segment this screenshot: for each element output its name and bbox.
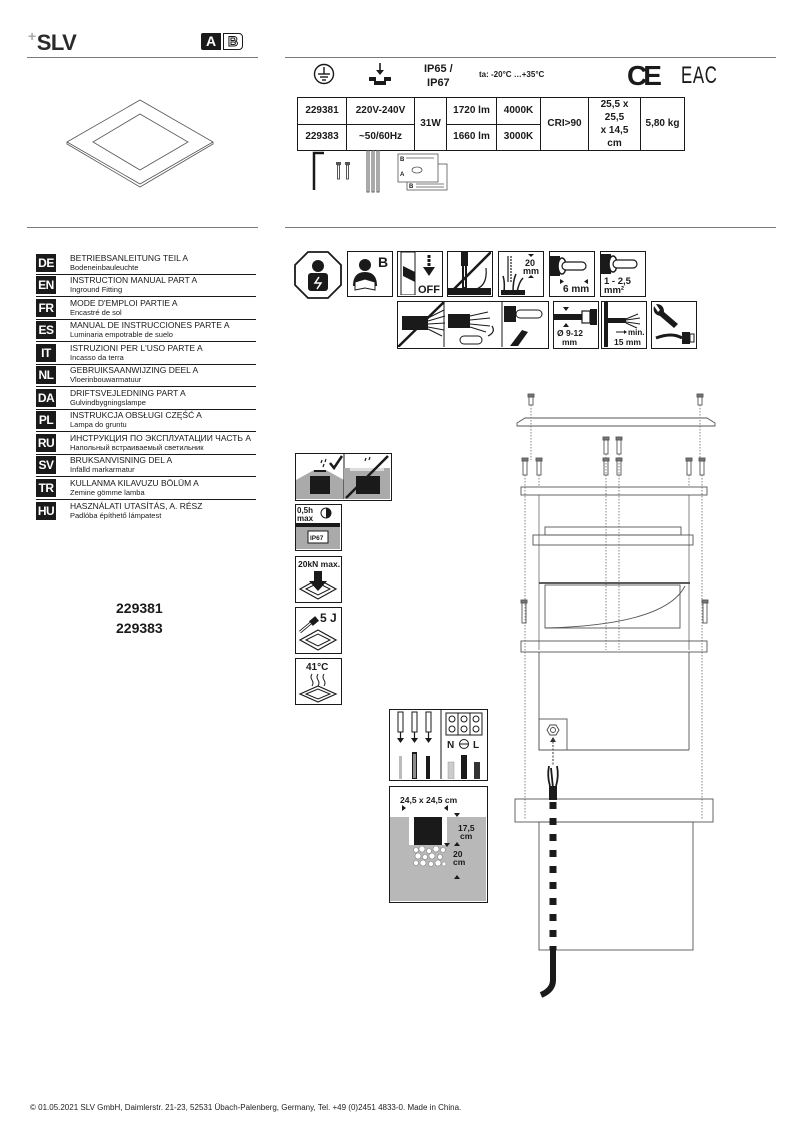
section-divider-left xyxy=(27,227,258,228)
ambient-temperature: ta: -20°C …+35°C xyxy=(479,70,545,79)
svg-text:max: max xyxy=(297,514,314,523)
svg-text:1 - 2,5: 1 - 2,5 xyxy=(604,276,632,287)
read-manual-icon: B xyxy=(347,251,393,297)
exploded-assembly-drawing xyxy=(505,390,725,1000)
impact-5j-icon: 5 J xyxy=(295,607,342,654)
part-numbers: 229381 229383 xyxy=(116,600,163,636)
strip-6mm-icon: 6 mm xyxy=(549,251,595,297)
footer-copyright: © 01.05.2021 SLV GmbH, Daimlerstr. 21-23… xyxy=(30,1103,462,1112)
svg-text:mm²: mm² xyxy=(604,285,624,295)
svg-text:41°C: 41°C xyxy=(306,662,328,673)
header-divider-left xyxy=(27,57,258,58)
svg-text:6 mm: 6 mm xyxy=(563,284,589,295)
ip-rating: IP65 / IP67 xyxy=(424,63,453,89)
svg-text:24,5 x 24,5 cm: 24,5 x 24,5 cm xyxy=(400,795,458,805)
product-illustration xyxy=(65,98,215,190)
wiring-terminal-icon: N L xyxy=(389,709,488,781)
header-divider-right xyxy=(285,57,776,58)
part-b-badge: B xyxy=(223,33,243,50)
no-drilling-cables-icon xyxy=(447,251,493,297)
svg-text:A: A xyxy=(400,172,405,178)
table-row: 229381 220V-240V 31W 1720 lm 4000K CRI>9… xyxy=(297,97,685,151)
power-off-icon: OFF xyxy=(397,251,443,297)
svg-text:cm: cm xyxy=(453,857,466,867)
svg-text:mm: mm xyxy=(562,337,578,347)
svg-text:cm: cm xyxy=(460,831,473,841)
flush-mount-icon xyxy=(368,62,392,86)
spec-table: 229381 220V-240V 31W 1720 lm 4000K CRI>9… xyxy=(297,97,685,151)
eac-mark: EAC xyxy=(681,62,718,89)
tighten-gland-wrench-icon xyxy=(651,301,697,349)
manual-booklets-icon: B A B xyxy=(397,153,448,191)
surface-temperature-icon: 41°C xyxy=(295,658,342,705)
svg-text:min.: min. xyxy=(628,328,644,337)
svg-text:B: B xyxy=(400,157,405,163)
table-row: 229383 ~50/60Hz 1660 lm 3000K xyxy=(297,123,685,151)
svg-text:mm: mm xyxy=(523,266,539,276)
svg-text:IP67: IP67 xyxy=(310,535,324,542)
svg-text:Ø 9-12: Ø 9-12 xyxy=(557,328,583,338)
rods-icon xyxy=(366,150,380,193)
drainage-icon xyxy=(295,453,392,501)
svg-text:15 mm: 15 mm xyxy=(614,337,641,347)
svg-text:B: B xyxy=(409,184,414,190)
allen-key-icon xyxy=(312,151,324,190)
svg-text:0,5h: 0,5h xyxy=(297,506,313,515)
svg-text:20kN max.: 20kN max. xyxy=(298,559,340,569)
ce-mark: CE xyxy=(627,60,662,91)
protective-earth-icon xyxy=(313,63,335,85)
svg-text:L: L xyxy=(473,740,479,751)
svg-text:20: 20 xyxy=(453,849,463,859)
svg-text:N: N xyxy=(447,740,454,751)
svg-text:17,5: 17,5 xyxy=(458,823,475,833)
screws-icon xyxy=(336,162,350,180)
electrician-icon xyxy=(294,251,342,299)
cable-preparation-icon xyxy=(397,301,549,349)
part-badge: A B xyxy=(201,33,243,50)
load-20kn-icon: 20kN max. xyxy=(295,556,342,603)
svg-text:20: 20 xyxy=(525,258,535,268)
svg-text:5 J: 5 J xyxy=(320,611,337,625)
brand-logo: +SLV xyxy=(28,28,77,55)
part-a-badge: A xyxy=(201,33,221,50)
submersion-ip67-icon: 0,5h max IP67 xyxy=(295,504,342,551)
contents-illustration: B A B xyxy=(312,150,452,195)
section-divider-right xyxy=(285,227,776,228)
svg-text:B: B xyxy=(378,254,388,270)
installation-pit-diagram: 24,5 x 24,5 cm 17,5 cm 20 cm xyxy=(389,786,488,903)
svg-text:OFF: OFF xyxy=(418,284,440,295)
min-length-icon: min.15 mm xyxy=(601,301,647,349)
